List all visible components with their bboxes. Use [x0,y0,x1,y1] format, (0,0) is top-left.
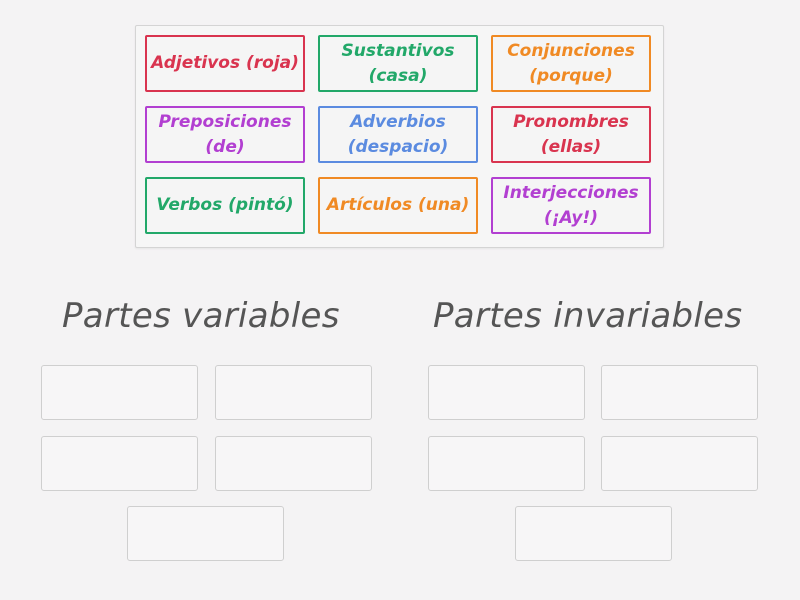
card-sustantivos[interactable]: Sustantivos (casa) [318,35,478,92]
card-articulos[interactable]: Artículos (una) [318,177,478,234]
drop-slot-invariables-2[interactable] [601,365,758,420]
card-adjetivos[interactable]: Adjetivos (roja) [145,35,305,92]
card-label: Interjecciones (¡Ay!) [503,182,639,228]
drop-slot-variables-4[interactable] [215,436,372,491]
card-preposiciones[interactable]: Preposiciones (de) [145,106,305,163]
drop-slot-invariables-3[interactable] [428,436,585,491]
card-label: Adjetivos (roja) [151,53,299,73]
card-label: Artículos (una) [326,195,470,215]
drop-slot-variables-1[interactable] [41,365,198,420]
card-label: Adverbios (despacio) [347,111,449,157]
card-label: Preposiciones (de) [158,111,292,157]
card-conjunciones[interactable]: Conjunciones (porque) [491,35,651,92]
group-title-variables: Partes variables [62,296,340,336]
drop-slot-variables-5[interactable] [127,506,284,561]
drop-slot-variables-2[interactable] [215,365,372,420]
card-label: Sustantivos (casa) [341,40,455,86]
card-label: Conjunciones (porque) [507,40,635,86]
card-adverbios[interactable]: Adverbios (despacio) [318,106,478,163]
card-label: Verbos (pintó) [156,195,294,215]
card-verbos[interactable]: Verbos (pintó) [145,177,305,234]
drop-slot-invariables-1[interactable] [428,365,585,420]
drop-slot-invariables-4[interactable] [601,436,758,491]
drop-slot-variables-3[interactable] [41,436,198,491]
card-pronombres[interactable]: Pronombres (ellas) [491,106,651,163]
card-label: Pronombres (ellas) [513,111,629,157]
drop-slot-invariables-5[interactable] [515,506,672,561]
card-interjecciones[interactable]: Interjecciones (¡Ay!) [491,177,651,234]
group-title-invariables: Partes invariables [433,296,743,336]
